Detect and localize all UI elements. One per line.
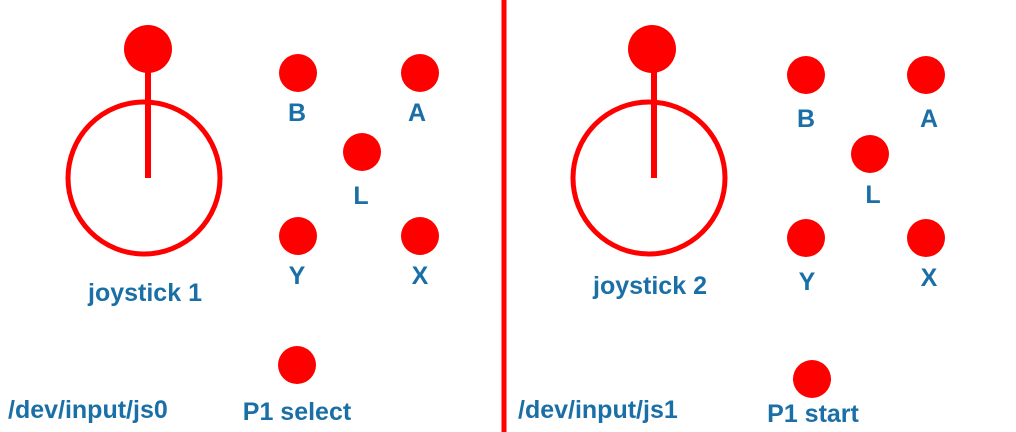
panel-joystick-2: joystick 2 B A L Y X P1 start /dev/input…	[518, 25, 945, 428]
panel-joystick-1: joystick 1 B A L Y X P1 select /dev/inpu…	[8, 25, 439, 426]
button-select-label: P1 select	[243, 398, 352, 426]
button-l-1	[343, 133, 381, 171]
button-b-2-label: B	[797, 105, 815, 133]
button-x-1	[401, 217, 439, 255]
button-b-1	[279, 54, 317, 92]
joystick-1-label: joystick 1	[87, 279, 202, 307]
button-y-2	[787, 219, 825, 257]
button-start-label: P1 start	[767, 400, 859, 428]
button-a-2-label: A	[920, 105, 938, 133]
joystick-2-base	[570, 99, 728, 257]
button-x-1-label: X	[412, 262, 429, 290]
joystick-2-knob	[628, 25, 676, 73]
button-select	[278, 346, 316, 384]
button-l-2-label: L	[865, 181, 880, 209]
button-l-1-label: L	[353, 182, 368, 210]
button-y-1	[279, 217, 317, 255]
button-y-2-label: Y	[799, 268, 816, 296]
device-path-js1: /dev/input/js1	[518, 396, 678, 424]
button-a-1	[401, 54, 439, 92]
button-x-2-label: X	[921, 264, 938, 292]
joystick-1-knob	[124, 25, 172, 73]
button-start	[793, 360, 831, 398]
button-l-2	[851, 135, 889, 173]
joystick-2-graphic	[570, 25, 728, 257]
button-a-1-label: A	[408, 99, 426, 127]
joystick-1-graphic	[65, 25, 223, 257]
joystick-1-base	[65, 99, 223, 257]
button-x-2	[907, 219, 945, 257]
joystick-2-label: joystick 2	[592, 272, 707, 300]
button-a-2	[907, 56, 945, 94]
device-path-js0: /dev/input/js0	[8, 396, 168, 424]
button-b-2	[787, 56, 825, 94]
button-y-1-label: Y	[289, 262, 306, 290]
button-b-1-label: B	[288, 99, 306, 127]
